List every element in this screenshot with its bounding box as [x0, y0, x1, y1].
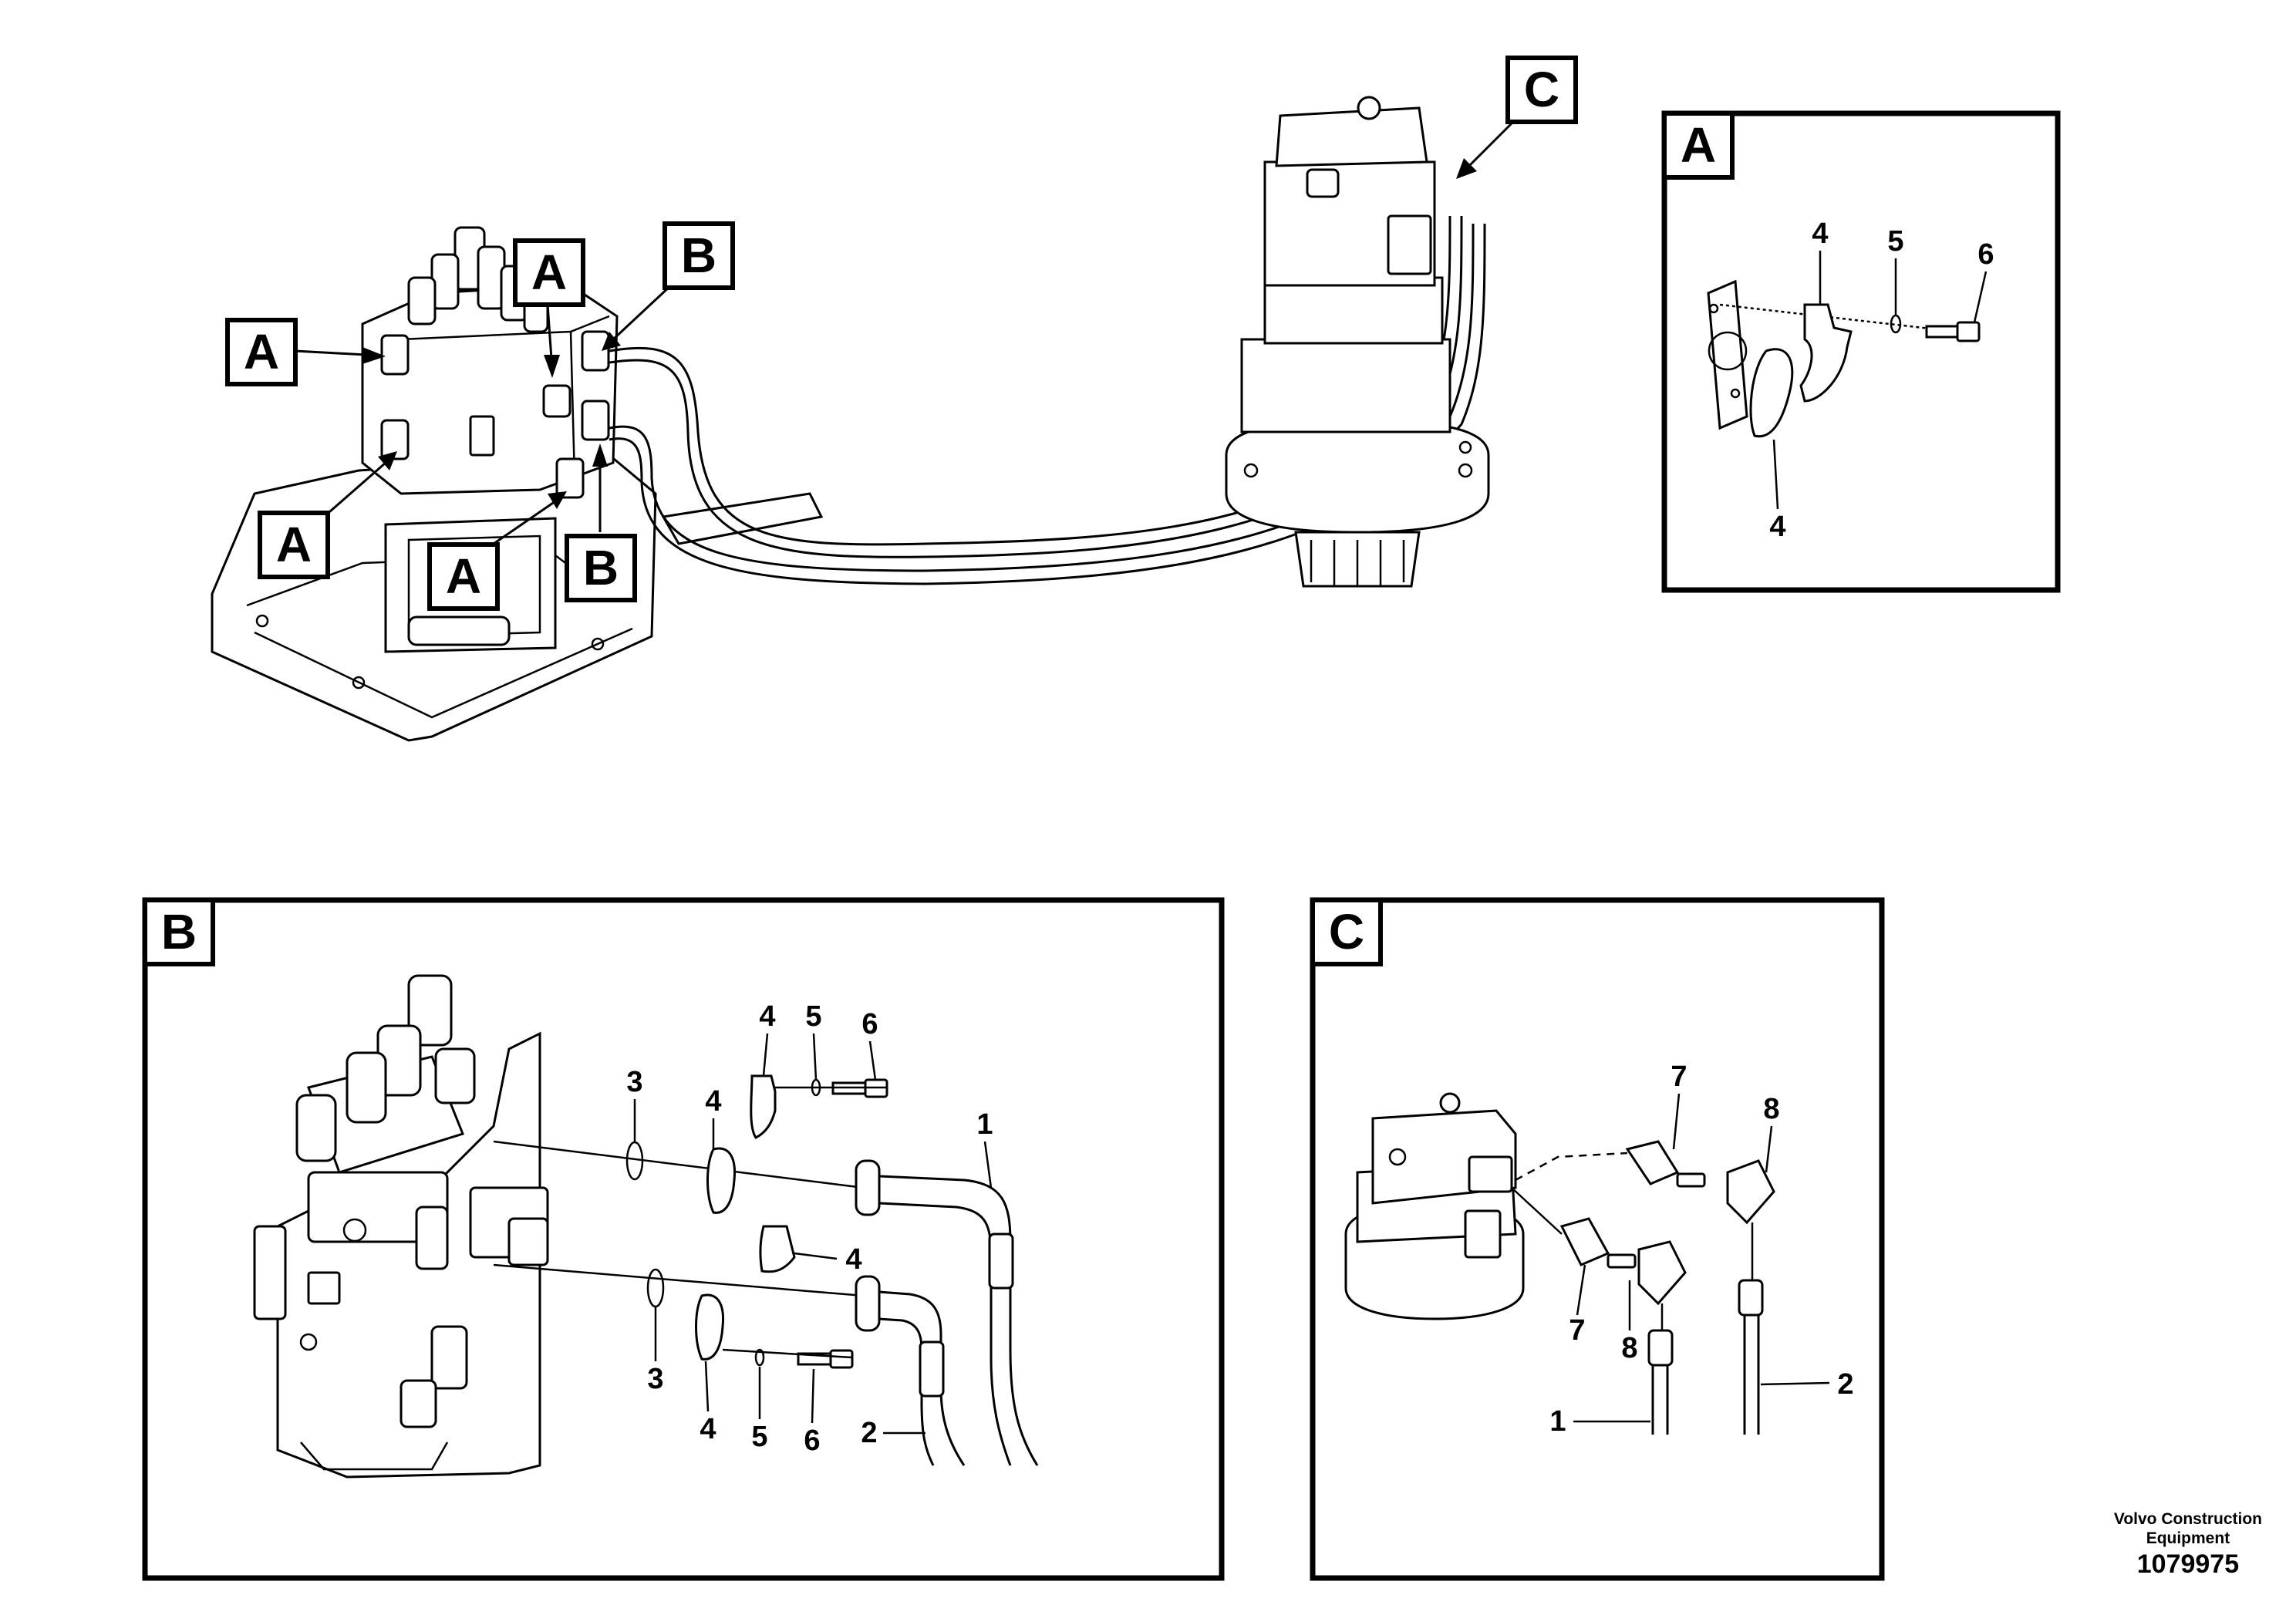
- detail-b-label-3-top: 3: [626, 1066, 642, 1098]
- branding-block: Volvo Construction Equipment 1079975: [2114, 1509, 2262, 1580]
- o-ring-upper: [625, 1141, 644, 1181]
- detail-b-label-4-mid: 4: [705, 1085, 721, 1118]
- detail-b-label-3-bottom: 3: [647, 1363, 663, 1395]
- detail-c-label-7-top: 7: [1671, 1061, 1687, 1093]
- detail-c-title: C: [1329, 904, 1364, 959]
- detail-b-label-2: 2: [861, 1417, 877, 1449]
- detail-b-label-4-bottom: 4: [700, 1413, 716, 1445]
- detail-b-panel: B: [142, 897, 1225, 1581]
- detail-c-label-8-top: 8: [1763, 1093, 1779, 1125]
- brand-line-2: Equipment: [2146, 1529, 2230, 1547]
- overview-base-plate: [211, 454, 824, 742]
- detail-b-label-4-right: 4: [845, 1243, 861, 1276]
- callout-a-4: A: [446, 548, 481, 604]
- detail-a-panel: A 4 5 6 4: [1661, 110, 2061, 593]
- brand-line-1: Volvo Construction: [2113, 1510, 2262, 1528]
- detail-a-label-4-top: 4: [1812, 218, 1828, 250]
- detail-a-title: A: [1681, 117, 1716, 173]
- callout-b-1: B: [681, 228, 716, 283]
- callout-c-1: C: [1524, 62, 1559, 117]
- callout-a-2: A: [531, 244, 567, 300]
- detail-b-title: B: [161, 904, 197, 959]
- detail-c-label-8-bottom: 8: [1621, 1332, 1637, 1364]
- overview-swing-motor: [1225, 96, 1490, 588]
- callout-a-1: A: [244, 324, 279, 379]
- detail-b-valve-body: [253, 974, 549, 1479]
- detail-c-swing-motor: [1344, 1092, 1525, 1320]
- detail-a-label-5: 5: [1887, 225, 1903, 258]
- detail-c-panel: C 7 8 7: [1310, 897, 1885, 1581]
- callout-a-3: A: [276, 517, 312, 572]
- o-ring-lower: [646, 1268, 665, 1308]
- detail-b-label-5-bottom: 5: [751, 1421, 767, 1453]
- detail-b-label-6-bottom: 6: [804, 1425, 820, 1457]
- callout-b-2: B: [583, 540, 619, 595]
- detail-b-label-6-top: 6: [861, 1008, 878, 1040]
- detail-a-label-6: 6: [1977, 238, 1994, 271]
- detail-c-label-2: 2: [1837, 1368, 1853, 1401]
- drawing-number: 1079975: [2136, 1549, 2240, 1579]
- detail-b-label-1: 1: [976, 1108, 993, 1141]
- detail-b-label-5-top: 5: [805, 1000, 821, 1033]
- overview-callouts: A A A A B B C: [225, 56, 1578, 611]
- detail-a-label-4-bottom: 4: [1769, 511, 1785, 543]
- detail-c-label-7-bottom: 7: [1569, 1314, 1585, 1347]
- detail-b-label-4-top: 4: [759, 1000, 775, 1033]
- detail-c-label-1: 1: [1549, 1405, 1566, 1438]
